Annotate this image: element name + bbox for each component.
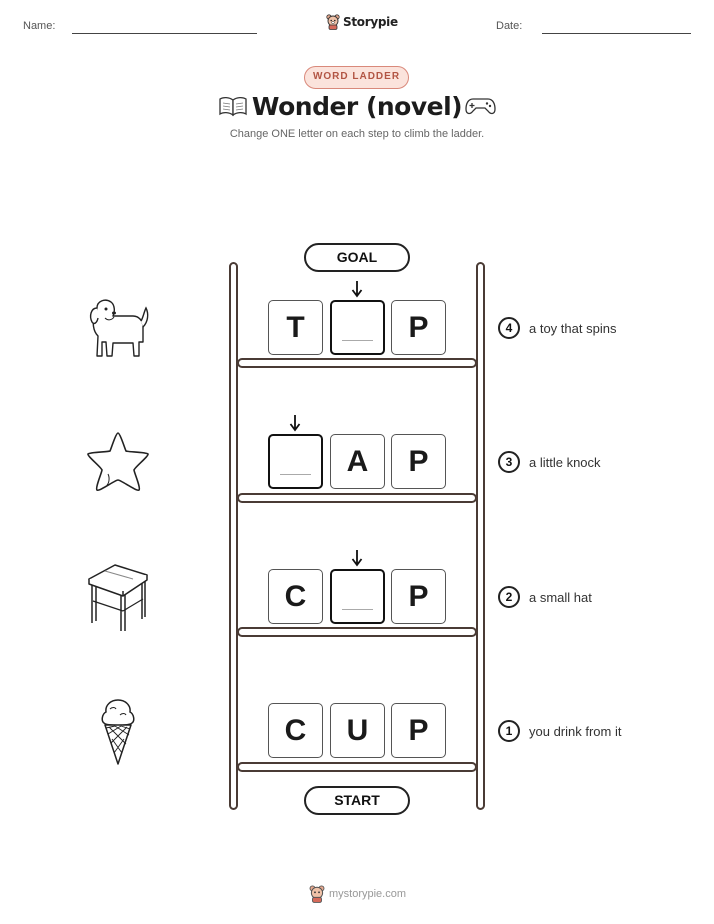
blank-letter-input[interactable] — [330, 300, 385, 355]
game-controller-icon — [465, 98, 496, 115]
step-clue: you drink from it — [529, 724, 622, 739]
arrow-down-icon — [351, 550, 363, 567]
letter-tile: C — [268, 703, 323, 758]
step-number: 4 — [498, 317, 520, 339]
star-icon — [87, 432, 149, 491]
arrow-down-icon — [351, 281, 363, 298]
footer: mystorypie.com — [309, 885, 406, 903]
puppy-icon — [89, 299, 149, 357]
date-field[interactable] — [542, 33, 691, 34]
step-number: 3 — [498, 451, 520, 473]
brand-logo: Storypie — [326, 14, 398, 30]
ladder-rung — [237, 762, 477, 772]
step-number: 2 — [498, 586, 520, 608]
letter-tile: C — [268, 569, 323, 624]
activity-badge: WORD LADDER — [304, 66, 409, 89]
blank-letter-input[interactable] — [268, 434, 323, 489]
letter-tile: T — [268, 300, 323, 355]
arrow-down-icon — [289, 415, 301, 432]
step-clue: a little knock — [529, 455, 601, 470]
open-book-icon — [219, 96, 247, 117]
footer-url[interactable]: mystorypie.com — [329, 888, 407, 900]
goal-label: GOAL — [304, 243, 410, 272]
ladder-rail-right — [476, 262, 485, 810]
letter-tile: U — [330, 703, 385, 758]
name-field[interactable] — [72, 33, 257, 34]
step-clue: a toy that spins — [529, 321, 617, 336]
letter-tile: P — [391, 703, 446, 758]
ice-cream-cone-icon — [101, 699, 135, 765]
bear-mascot-icon — [326, 14, 340, 30]
blank-letter-input[interactable] — [330, 569, 385, 624]
letter-tile: A — [330, 434, 385, 489]
worksheet-title: Wonder (novel) — [251, 92, 463, 121]
ladder-rung — [237, 493, 477, 503]
letter-tile: P — [391, 569, 446, 624]
name-label: Name: — [23, 20, 56, 32]
brand-name: Storypie — [343, 15, 398, 29]
ladder-rung — [237, 627, 477, 637]
instructions: Change ONE letter on each step to climb … — [229, 128, 485, 140]
start-label: START — [304, 786, 410, 815]
bear-mascot-icon — [309, 885, 325, 903]
ladder-rung — [237, 358, 477, 368]
desk-icon — [88, 564, 148, 631]
step-clue: a small hat — [529, 590, 592, 605]
letter-tile: P — [391, 434, 446, 489]
step-number: 1 — [498, 720, 520, 742]
ladder-rail-left — [229, 262, 238, 810]
date-label: Date: — [496, 20, 523, 32]
letter-tile: P — [391, 300, 446, 355]
